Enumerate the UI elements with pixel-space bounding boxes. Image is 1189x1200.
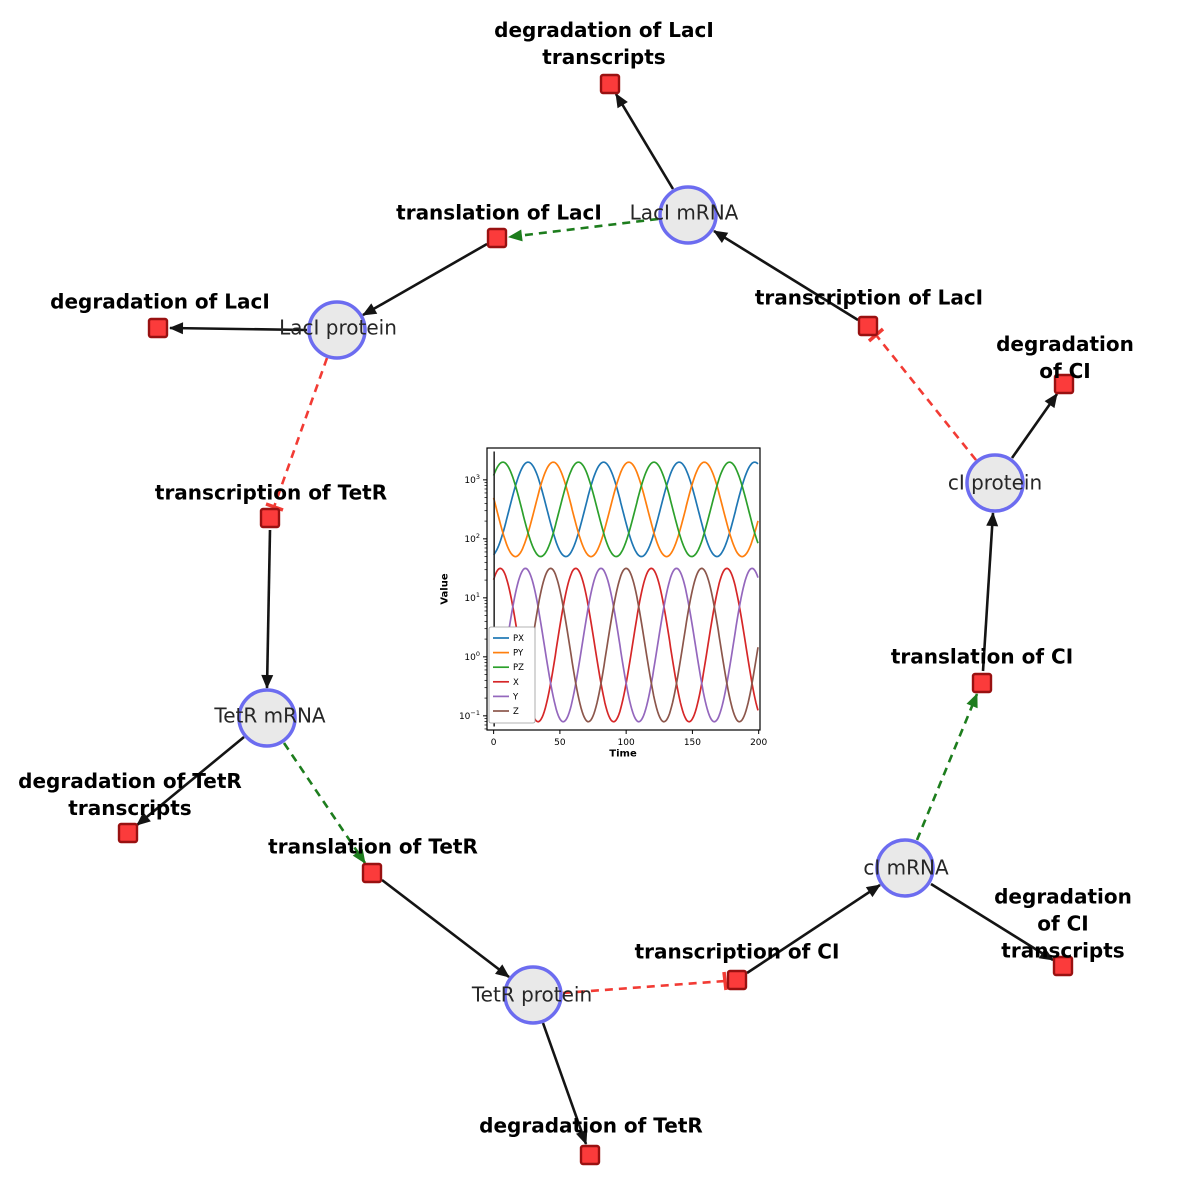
chart-legend-label-PY: PY [513,649,524,659]
chart-x-tick-label: 150 [684,738,701,748]
chart-y-tick-label: 100 [464,650,480,663]
reaction-node-degradation-of-ci-transcripts [1052,955,1074,977]
inhibition-tbar-transcription-of-ci [722,971,728,991]
reaction-node-degradation-of-laci-transcripts [599,73,621,95]
chart-legend-label-X: X [513,678,519,688]
reaction-node-translation-of-laci [486,227,508,249]
chart-legend-label-PZ: PZ [513,663,524,673]
species-node-tetr-protein [503,965,563,1025]
species-node-tetr-mrna [237,688,297,748]
inhibition-tbar-transcription-of-tetr [265,502,284,512]
nodes [117,73,1075,1166]
edges [136,93,1059,1145]
edge-tetr-mrna-to-degradation-of-tetr-transcripts [136,735,245,827]
species-node-ci-mrna [875,838,935,898]
reaction-node-degradation-of-tetr-transcripts [117,822,139,844]
chart-legend-label-Y: Y [512,692,519,702]
species-node-laci-mrna [658,185,718,245]
chart-y-tick-label: 103 [464,473,480,486]
simulation-plot-svg: 10−1 100 101 102 103 0 50 100 150 200 PX PY PZ XYZ [459,447,768,748]
edge-translation-of-tetr-to-tetr-protein [381,878,510,979]
chart-y-tick-label: 10−1 [459,709,480,722]
chart-x-tick-label: 200 [750,738,767,748]
edge-laci-protein-inhibits-transcription-of-tetr [272,357,329,508]
chart-series-PY [492,461,759,558]
species-node-laci-protein [307,300,367,360]
edge-transcription-of-laci-to-laci-mrna [713,229,859,322]
edge-tetr-protein-to-degradation-of-tetr [541,1022,588,1145]
edge-translation-of-laci-to-laci-protein [362,242,488,317]
edge-ci-protein-to-degradation-of-ci [1010,393,1059,459]
chart-x-tick-label: 50 [554,738,566,748]
species-node-ci-protein [965,453,1025,513]
reaction-node-degradation-of-ci [1053,373,1075,395]
reaction-node-transcription-of-laci [857,315,879,337]
edge-ci-mrna-to-translation-of-ci [915,693,979,841]
edge-tetr-mrna-to-translation-of-tetr [282,742,367,864]
edge-laci-protein-to-degradation-of-laci [169,322,308,335]
chart-y-tick-label: 102 [464,532,480,545]
edge-transcription-of-ci-to-ci-mrna [746,883,881,975]
edge-laci-mrna-to-degradation-of-laci-transcripts [614,93,675,190]
reaction-node-degradation-of-tetr [579,1144,601,1166]
edge-ci-mrna-to-degradation-of-ci-transcripts [930,882,1054,962]
edge-translation-of-ci-to-ci-protein [981,512,999,672]
reaction-node-degradation-of-laci [147,317,169,339]
chart-plot-box [486,447,761,731]
reaction-node-translation-of-tetr [361,862,383,884]
chart-series-PX [492,461,759,558]
chart-legend-label-PX: PX [513,634,524,644]
chart-legend-label-Z: Z [513,707,519,717]
chart-series-Z [492,567,759,723]
edge-transcription-of-tetr-to-tetr-mrna [261,529,274,689]
edge-ci-protein-inhibits-transcription-of-laci [874,334,978,461]
reaction-node-translation-of-ci [971,672,993,694]
reaction-node-transcription-of-ci [726,969,748,991]
chart-x-tick-label: 100 [618,738,635,748]
reaction-node-transcription-of-tetr [259,507,281,529]
edge-laci-mrna-to-translation-of-laci [508,217,659,242]
edge-tetr-protein-inhibits-transcription-of-ci [562,979,726,995]
chart-x-tick-label: 0 [491,738,497,748]
chart-series-PZ [492,461,759,558]
chart-y-tick-label: 101 [464,591,480,604]
chart-legend-box [488,626,536,724]
chart-ylabel: Value [439,573,451,605]
chart-xlabel: Time [609,748,637,760]
